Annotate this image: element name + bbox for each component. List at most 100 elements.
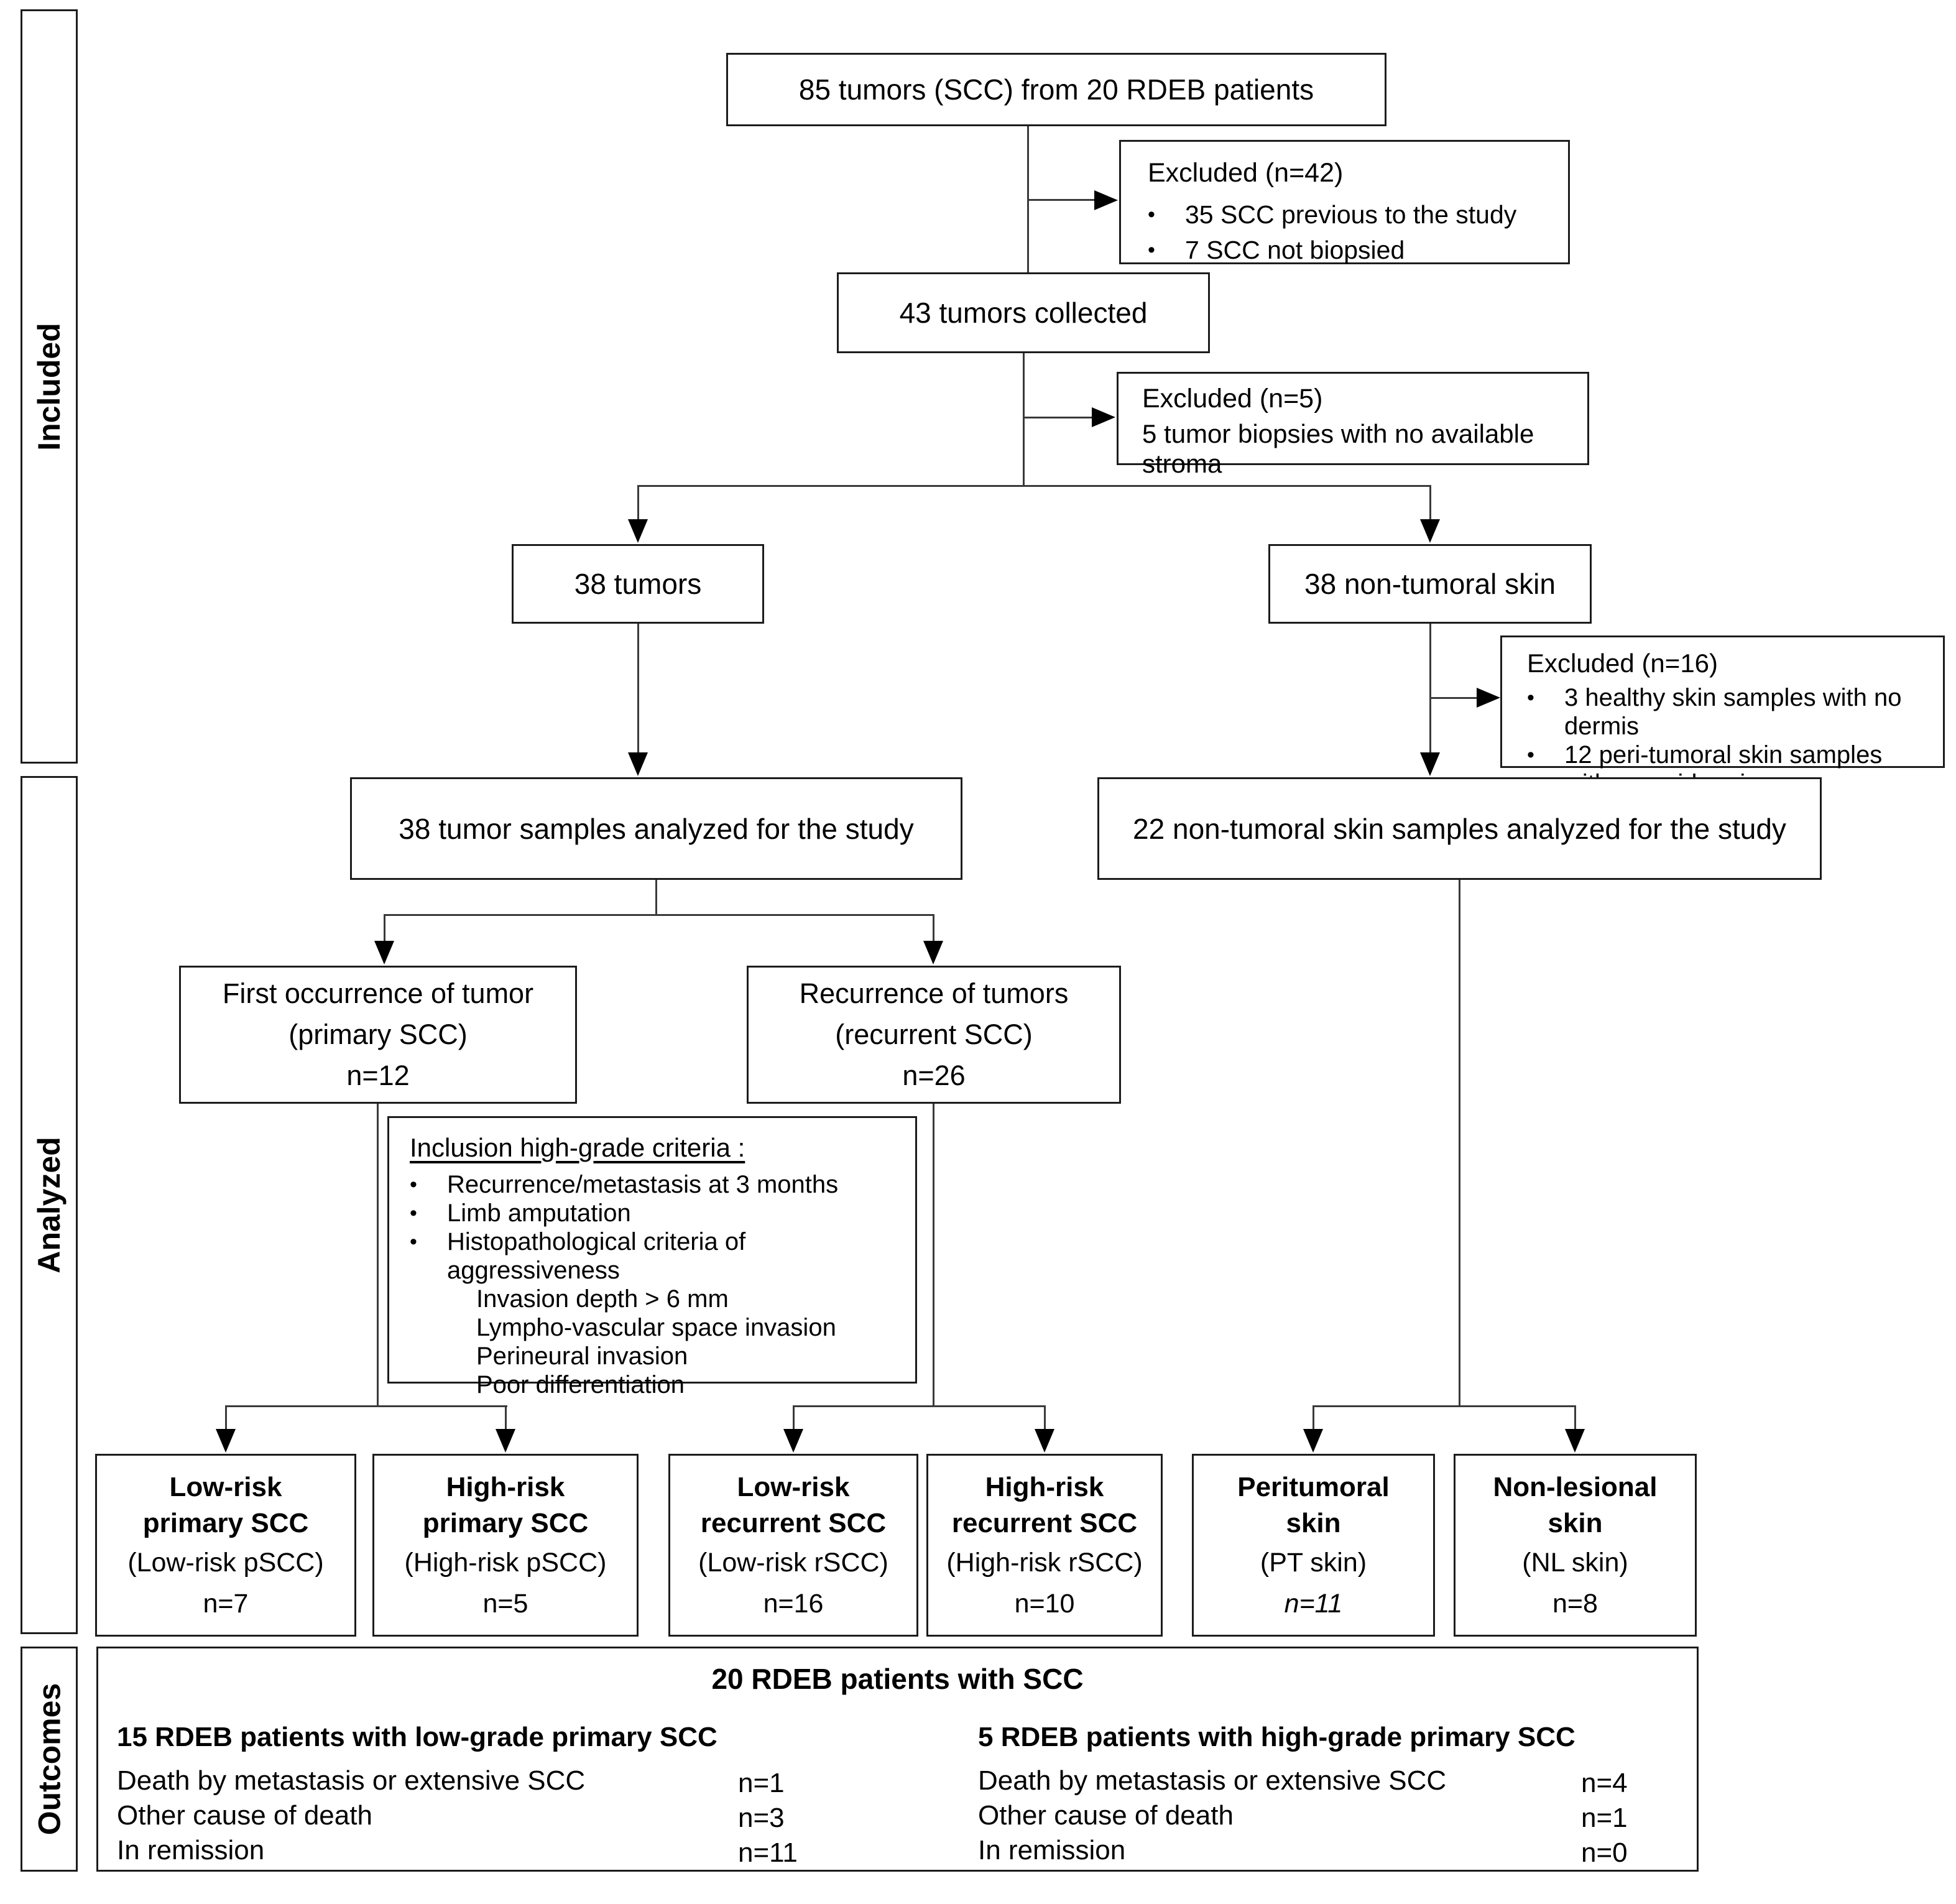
connector-line xyxy=(1429,485,1431,520)
leaf-count: n=8 xyxy=(1552,1589,1598,1619)
outcome-row-count: n=4 xyxy=(1581,1768,1628,1798)
leaf-abbrev: (NL skin) xyxy=(1522,1548,1628,1578)
outcomes-title: 20 RDEB patients with SCC xyxy=(711,1663,1084,1695)
arrowhead-down xyxy=(628,752,648,776)
criteria-subitem: Invasion depth > 6 mm xyxy=(476,1285,729,1313)
arrowhead-down xyxy=(783,1429,803,1453)
arrowhead-down xyxy=(628,519,648,543)
connector-line xyxy=(505,1405,507,1434)
leaf-abbrev: (High-risk rSCC) xyxy=(946,1548,1143,1578)
box-85-tumors-label: 85 tumors (SCC) from 20 RDEB patients xyxy=(798,73,1314,106)
criteria-subitem: Perineural invasion xyxy=(476,1343,688,1370)
arrowhead-down xyxy=(374,941,394,964)
section-label-included: Included xyxy=(32,322,67,451)
leaf-title-line: High-risk xyxy=(446,1472,565,1502)
first-occurrence-line: First occurrence of tumor xyxy=(222,977,534,1009)
connector-line xyxy=(377,1104,379,1407)
outcome-row-count: n=11 xyxy=(738,1837,798,1868)
recurrence-line: Recurrence of tumors xyxy=(799,977,1069,1009)
leaf-title-line: Low-risk xyxy=(737,1472,850,1502)
recurrence-count: n=26 xyxy=(902,1060,966,1091)
box-low-risk-primary: Low-risk primary SCC (Low-risk pSCC) n=7 xyxy=(95,1454,356,1637)
box-peritumoral-skin: Peritumoral skin (PT skin) n=11 xyxy=(1192,1454,1435,1637)
connector-line xyxy=(1028,199,1098,201)
section-label-analyzed: Analyzed xyxy=(32,1137,67,1273)
box-excluded-42: Excluded (n=42) • 35 SCC previous to the… xyxy=(1119,140,1570,264)
leaf-title-line: skin xyxy=(1286,1508,1341,1538)
connector-line xyxy=(1312,1405,1314,1434)
box-38-nontumoral: 38 non-tumoral skin xyxy=(1268,544,1592,624)
leaf-title-line: Low-risk xyxy=(169,1472,282,1502)
box-recurrence: Recurrence of tumors (recurrent SCC) n=2… xyxy=(747,966,1121,1104)
excluded-42-title: Excluded (n=42) xyxy=(1148,158,1344,188)
outcome-row-label: Death by metastasis or extensive SCC xyxy=(117,1765,586,1796)
box-22-nontumoral-analyzed: 22 non-tumoral skin samples analyzed for… xyxy=(1097,777,1822,880)
leaf-title-line: Non-lesional xyxy=(1493,1472,1658,1502)
leaf-count: n=10 xyxy=(1014,1589,1075,1619)
criteria-item: Limb amputation xyxy=(447,1199,631,1227)
arrowhead-down xyxy=(923,941,943,964)
connector-line xyxy=(1429,624,1431,754)
criteria-subitem: Lympho-vascular space invasion xyxy=(476,1314,836,1341)
box-non-lesional-skin: Non-lesional skin (NL skin) n=8 xyxy=(1454,1454,1697,1637)
outcomes-right-header: 5 RDEB patients with high-grade primary … xyxy=(978,1722,1575,1752)
criteria-subitem: Poor differentiation xyxy=(476,1371,685,1398)
recurrence-line: (recurrent SCC) xyxy=(835,1019,1033,1050)
connector-line xyxy=(655,880,657,915)
box-85-tumors: 85 tumors (SCC) from 20 RDEB patients xyxy=(726,53,1386,126)
criteria-item: Histopathological criteria of aggressive… xyxy=(447,1228,746,1284)
bullet-icon: • xyxy=(1148,238,1155,262)
connector-line xyxy=(225,1405,507,1407)
arrowhead-right xyxy=(1094,190,1118,210)
outcome-row-count: n=1 xyxy=(738,1768,785,1798)
outcome-row-label: Death by metastasis or extensive SCC xyxy=(978,1765,1447,1796)
box-low-risk-recurrent: Low-risk recurrent SCC (Low-risk rSCC) n… xyxy=(668,1454,918,1637)
box-22-nontumoral-analyzed-label: 22 non-tumoral skin samples analyzed for… xyxy=(1133,812,1786,845)
connector-line xyxy=(1023,353,1025,486)
connector-line xyxy=(1574,1405,1576,1434)
connector-line xyxy=(1027,126,1029,273)
inclusion-criteria-title: Inclusion high-grade criteria : xyxy=(410,1133,745,1162)
outcome-row-label: Other cause of death xyxy=(978,1800,1234,1831)
connector-line xyxy=(933,1104,934,1407)
box-38-tumor-analyzed: 38 tumor samples analyzed for the study xyxy=(350,777,962,880)
outcome-row-count: n=0 xyxy=(1581,1837,1628,1868)
first-occurrence-line: (primary SCC) xyxy=(288,1019,468,1050)
arrowhead-down xyxy=(1565,1429,1585,1453)
box-excluded-5: Excluded (n=5) 5 tumor biopsies with no … xyxy=(1117,372,1589,478)
arrowhead-down xyxy=(496,1429,515,1453)
connector-line xyxy=(638,485,1430,487)
box-43-collected: 43 tumors collected xyxy=(837,272,1210,353)
arrowhead-down xyxy=(1420,519,1440,543)
connector-line xyxy=(637,624,639,754)
bullet-icon: • xyxy=(410,1230,417,1254)
leaf-title-line: skin xyxy=(1548,1508,1603,1538)
excluded-5-title: Excluded (n=5) xyxy=(1142,384,1323,414)
connector-line xyxy=(1430,697,1480,699)
connector-line xyxy=(793,1405,1045,1407)
sidebar-section-outcomes: Outcomes xyxy=(21,1647,78,1872)
outcome-row-label: In remission xyxy=(978,1835,1126,1865)
connector-line xyxy=(637,485,639,520)
box-38-tumors-label: 38 tumors xyxy=(574,568,702,600)
arrowhead-down xyxy=(1303,1429,1323,1453)
bullet-icon: • xyxy=(410,1173,417,1196)
connector-line xyxy=(384,914,385,945)
outcome-row-label: In remission xyxy=(117,1835,265,1865)
box-high-risk-primary: High-risk primary SCC (High-risk pSCC) n… xyxy=(372,1454,639,1637)
arrowhead-down xyxy=(1035,1429,1054,1453)
leaf-title-line: recurrent SCC xyxy=(700,1508,887,1538)
leaf-title-line: recurrent SCC xyxy=(951,1508,1138,1538)
excluded-42-item: 35 SCC previous to the study xyxy=(1185,200,1517,229)
box-high-risk-recurrent: High-risk recurrent SCC (High-risk rSCC)… xyxy=(926,1454,1163,1637)
outcomes-panel: 20 RDEB patients with SCC 15 RDEB patien… xyxy=(96,1647,1699,1872)
excluded-16-title: Excluded (n=16) xyxy=(1527,649,1718,678)
box-38-tumors: 38 tumors xyxy=(512,544,764,624)
criteria-item: Recurrence/metastasis at 3 months xyxy=(447,1171,839,1198)
outcomes-left-header: 15 RDEB patients with low-grade primary … xyxy=(117,1722,717,1752)
box-excluded-16: Excluded (n=16) • 3 healthy skin samples… xyxy=(1500,635,1945,797)
section-label-outcomes: Outcomes xyxy=(32,1683,67,1836)
arrowhead-down xyxy=(216,1429,236,1453)
bullet-icon: • xyxy=(1527,743,1534,767)
outcome-row-label: Other cause of death xyxy=(117,1800,372,1831)
